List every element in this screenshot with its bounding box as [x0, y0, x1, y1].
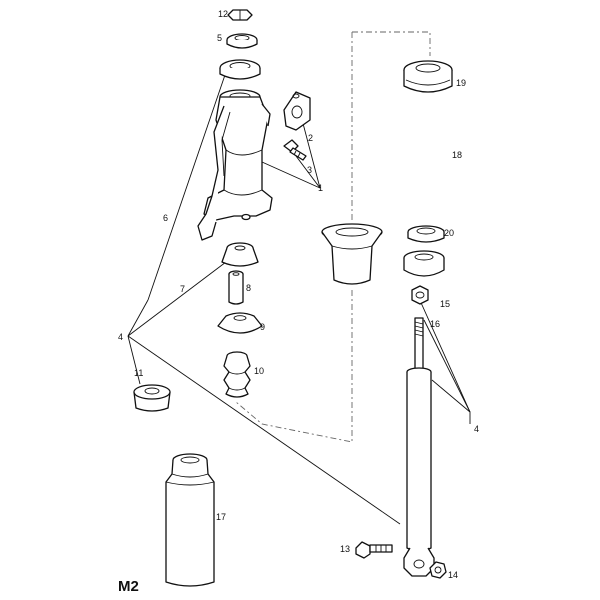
callout-20: 20: [444, 228, 454, 238]
part-3-bolt: [283, 139, 307, 161]
callout-4-right: 4: [474, 424, 479, 434]
part-18-coil-spring: [400, 99, 452, 216]
callout-1: 1: [318, 183, 323, 193]
part-2-mount-plate: [283, 91, 311, 131]
part-4-shock-absorber: [403, 317, 435, 577]
callout-13: 13: [340, 544, 350, 554]
figure-code: M2: [118, 578, 139, 595]
part-14-nut: [429, 561, 447, 579]
part-13-bolt: [355, 541, 393, 559]
callout-12: 12: [218, 9, 228, 19]
part-12-nut: [227, 9, 253, 21]
part-16-nut: [411, 285, 429, 305]
callout-10: 10: [254, 366, 264, 376]
part-1-strut-mount: [197, 89, 273, 241]
part-20-lower-seat: [407, 225, 445, 243]
assembly-path-lines: [235, 31, 431, 443]
part-top-bearing: [219, 59, 261, 80]
callout-7: 7: [180, 284, 185, 294]
leader-lines: [127, 71, 471, 525]
part-7-bush: [221, 242, 259, 267]
part-11-bush: [133, 384, 171, 412]
callout-2: 2: [308, 133, 313, 143]
part-10-bump-stop: [223, 351, 251, 398]
callout-3: 3: [307, 165, 312, 175]
callout-17: 17: [216, 512, 226, 522]
part-15-rubber-mount: [403, 250, 445, 277]
callout-5: 5: [217, 33, 222, 43]
callout-8: 8: [246, 283, 251, 293]
part-5-washer: [226, 33, 258, 49]
part-17-boot: [165, 453, 215, 587]
callout-4-left: 4: [118, 332, 123, 342]
callout-16: 16: [430, 319, 440, 329]
part-9-bush: [217, 312, 263, 334]
callout-11: 11: [134, 368, 143, 378]
part-8-sleeve: [228, 270, 244, 305]
protection-cup: [321, 223, 383, 285]
callout-6: 6: [163, 213, 168, 223]
part-19-spring-seat: [403, 60, 453, 93]
callout-15: 15: [440, 299, 450, 309]
callout-labels: 12 5 2 3 1 6 7 8 9 4 10 11 17 19 18 20 1…: [118, 9, 479, 580]
callout-19: 19: [456, 78, 466, 88]
callout-18: 18: [452, 150, 462, 160]
callout-14: 14: [448, 570, 458, 580]
callout-9: 9: [260, 322, 265, 332]
